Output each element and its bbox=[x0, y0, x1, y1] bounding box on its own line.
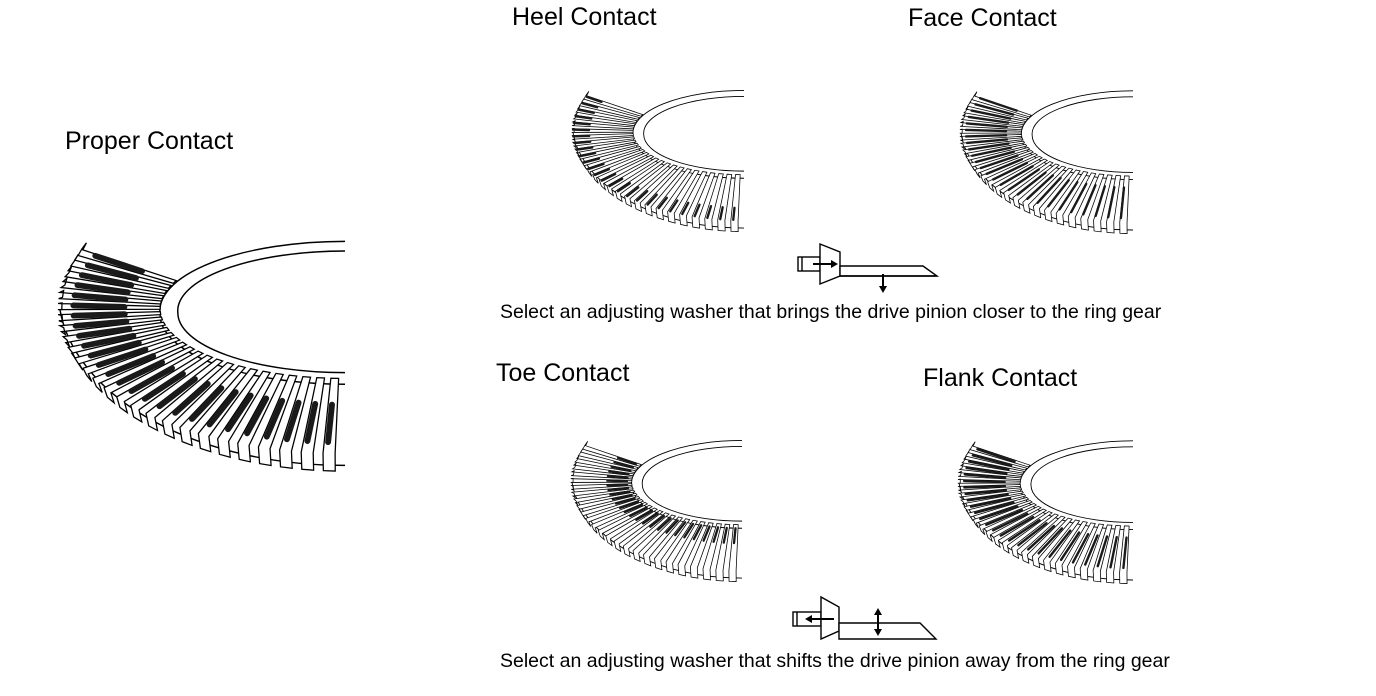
heel-contact-gear-illustration bbox=[571, 90, 744, 232]
arrow-right-icon bbox=[813, 260, 838, 268]
proper-contact-gear-illustration bbox=[57, 240, 345, 472]
proper-contact-label: Proper Contact bbox=[65, 127, 234, 155]
toe-contact-gear-illustration bbox=[570, 440, 742, 582]
face-contact-gear-illustration bbox=[959, 90, 1133, 234]
away-instruction: Select an adjusting washer that shifts t… bbox=[500, 650, 1170, 672]
arrow-down-icon bbox=[879, 274, 887, 293]
face-contact-label: Face Contact bbox=[908, 4, 1057, 32]
toe-contact-label: Toe Contact bbox=[496, 359, 630, 387]
flank-contact-label: Flank Contact bbox=[923, 364, 1078, 392]
pinion-away-diagram bbox=[792, 595, 938, 641]
arrow-left-icon bbox=[805, 615, 834, 623]
pinion-closer-diagram bbox=[797, 242, 940, 293]
closer-instruction: Select an adjusting washer that brings t… bbox=[500, 301, 1162, 323]
flank-contact-gear-illustration bbox=[957, 440, 1133, 584]
arrow-up-down-icon bbox=[874, 608, 882, 636]
heel-contact-label: Heel Contact bbox=[512, 3, 657, 31]
